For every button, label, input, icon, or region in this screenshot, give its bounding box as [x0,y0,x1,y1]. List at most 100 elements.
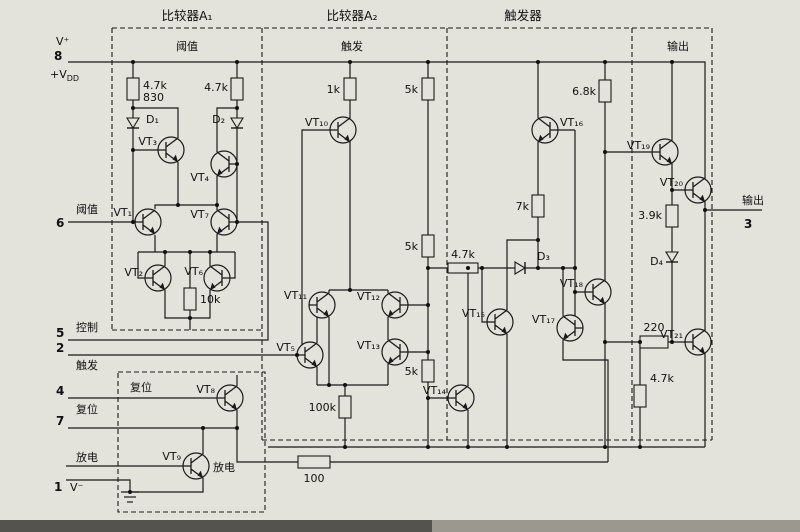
section-label-reset: 复位 [130,380,152,394]
resistor-label-r8: 100k [309,401,337,414]
transistor-label-vt20: VT₂₀ [660,176,684,189]
pin-number-2: 2 [56,341,64,355]
resistor-label-r4: 5k [405,83,419,96]
transistor-vt1-symbol [134,208,162,236]
transistor-label-vt2: VT₂ [124,266,143,279]
pin-label-vdd: +VDD [50,68,79,83]
transistor-vt2-symbol [144,264,172,292]
resistor-r9 [598,79,612,103]
transistor-vt13-symbol [381,338,409,366]
resistor-label-r6: 5k [405,365,419,378]
resistor-label-r13: 3.9k [638,209,662,222]
header-flip-flop: 触发器 [504,8,542,23]
header-comparator-a2: 比较器A₂ [326,8,377,23]
transistor-vt14-symbol [447,384,475,412]
transistor-vt7-symbol [210,208,238,236]
vdd-base-text: +V [50,68,67,81]
resistor-r15 [297,455,331,469]
wires [66,61,762,503]
resistor-label-r9: 6.8k [572,85,596,98]
transistor-vt12-symbol [381,291,409,319]
resistor-label-r5: 5k [405,240,419,253]
pin-label-discharge: 放电 [76,450,98,464]
transistor-vt20-symbol [684,176,712,204]
transistor-label-vt18: VT₁₈ [560,277,584,290]
pin-number-6: 6 [56,216,64,230]
diode-label-d3: D₃ [537,250,550,263]
resistor-label-r11: 4.7k [451,248,475,261]
pin-number-5: 5 [56,326,64,340]
transistor-label-vt8: VT₈ [196,383,215,396]
transistor-vt18-symbol [584,278,612,306]
section-label-threshold: 阈值 [176,39,198,53]
resistor-label-r2: 4.7k [204,81,228,94]
resistor-label-r14: 220 [644,321,665,334]
resistor-label-r12: 4.7k [650,372,674,385]
resistor-r12 [633,384,647,408]
transistor-vt8-symbol [216,384,244,412]
section-label-output: 输出 [667,39,689,53]
transistor-label-vt21: VT₂₁ [660,328,683,341]
pin-label-control: 控制 [76,320,98,334]
resistor-r13 [665,204,679,228]
label-discharge-inner: 放电 [213,460,235,474]
resistor-r2 [230,77,244,101]
transistor-label-vt1: VT₁ [113,206,132,219]
scan-shadow-dark [0,520,432,532]
resistor-r8 [338,395,352,419]
resistor-r7 [183,287,197,311]
transistor-vt6-symbol [203,264,231,292]
transistor-label-vt17: VT₁₇ [532,313,555,326]
resistor-r6 [421,359,435,383]
transistor-vt4-symbol [210,150,238,178]
pin-number-8: 8 [54,49,62,63]
resistor-label-r15: 100 [304,472,325,485]
pin-number-3: 3 [744,217,752,231]
transistor-label-vt15: VT₁₅ [462,307,485,320]
transistor-label-vt9: VT₉ [162,450,181,463]
pin-number-7: 7 [56,414,64,428]
transistor-vt17-symbol [556,314,584,342]
pin-number-1: 1 [54,480,62,494]
resistor-r11 [447,262,479,274]
resistor-label-r1b: 830 [143,91,164,104]
pin-label-output: 输出 [742,193,764,207]
transistor-label-vt4: VT₄ [190,171,209,184]
transistor-label-vt7: VT₇ [190,208,209,221]
transistor-label-vt19: VT₁₉ [627,139,650,152]
section-label-trigger: 触发 [341,39,363,53]
resistor-label-r10: 7k [516,200,530,213]
components [126,77,712,480]
section-boxes [111,27,713,513]
resistor-label-r1: 4.7k [143,79,167,92]
reset-box [117,371,266,513]
resistor-label-r3: 1k [327,83,341,96]
resistor-r1 [126,77,140,101]
pin-label-vplus: V⁺ [56,35,70,48]
resistor-r3 [343,77,357,101]
transistor-label-vt11: VT₁₁ [284,289,307,302]
transistor-vt15-symbol [486,308,514,336]
resistor-r10 [531,194,545,218]
resistor-r4 [421,77,435,101]
transistor-label-vt12: VT₁₂ [357,290,380,303]
resistor-r5 [421,234,435,258]
junction-dots [128,60,707,494]
diode-label-d2: D₂ [212,113,225,126]
pin-label-vminus: V⁻ [70,481,84,494]
transistor-label-vt10: VT₁₀ [305,116,329,129]
transistor-vt11-symbol [308,291,336,319]
header-comparator-a1: 比较器A₁ [161,8,212,23]
pin-label-reset: 复位 [76,402,98,416]
pin-label-threshold: 阈值 [76,202,98,216]
transistor-label-vt14: VT₁₄ [423,384,447,397]
transistor-label-vt16: VT₁₆ [560,116,584,129]
pin-label-trigger: 触发 [76,358,98,372]
transistor-label-vt5: VT₅ [276,341,295,354]
labels: 比较器A₁ 比较器A₂ 触发器 阈值 触发 输出 复位 V⁺ 8 +VDD 阈值… [50,8,764,494]
diode-label-d4: D₄ [650,255,663,268]
diode-label-d1: D₁ [146,113,159,126]
